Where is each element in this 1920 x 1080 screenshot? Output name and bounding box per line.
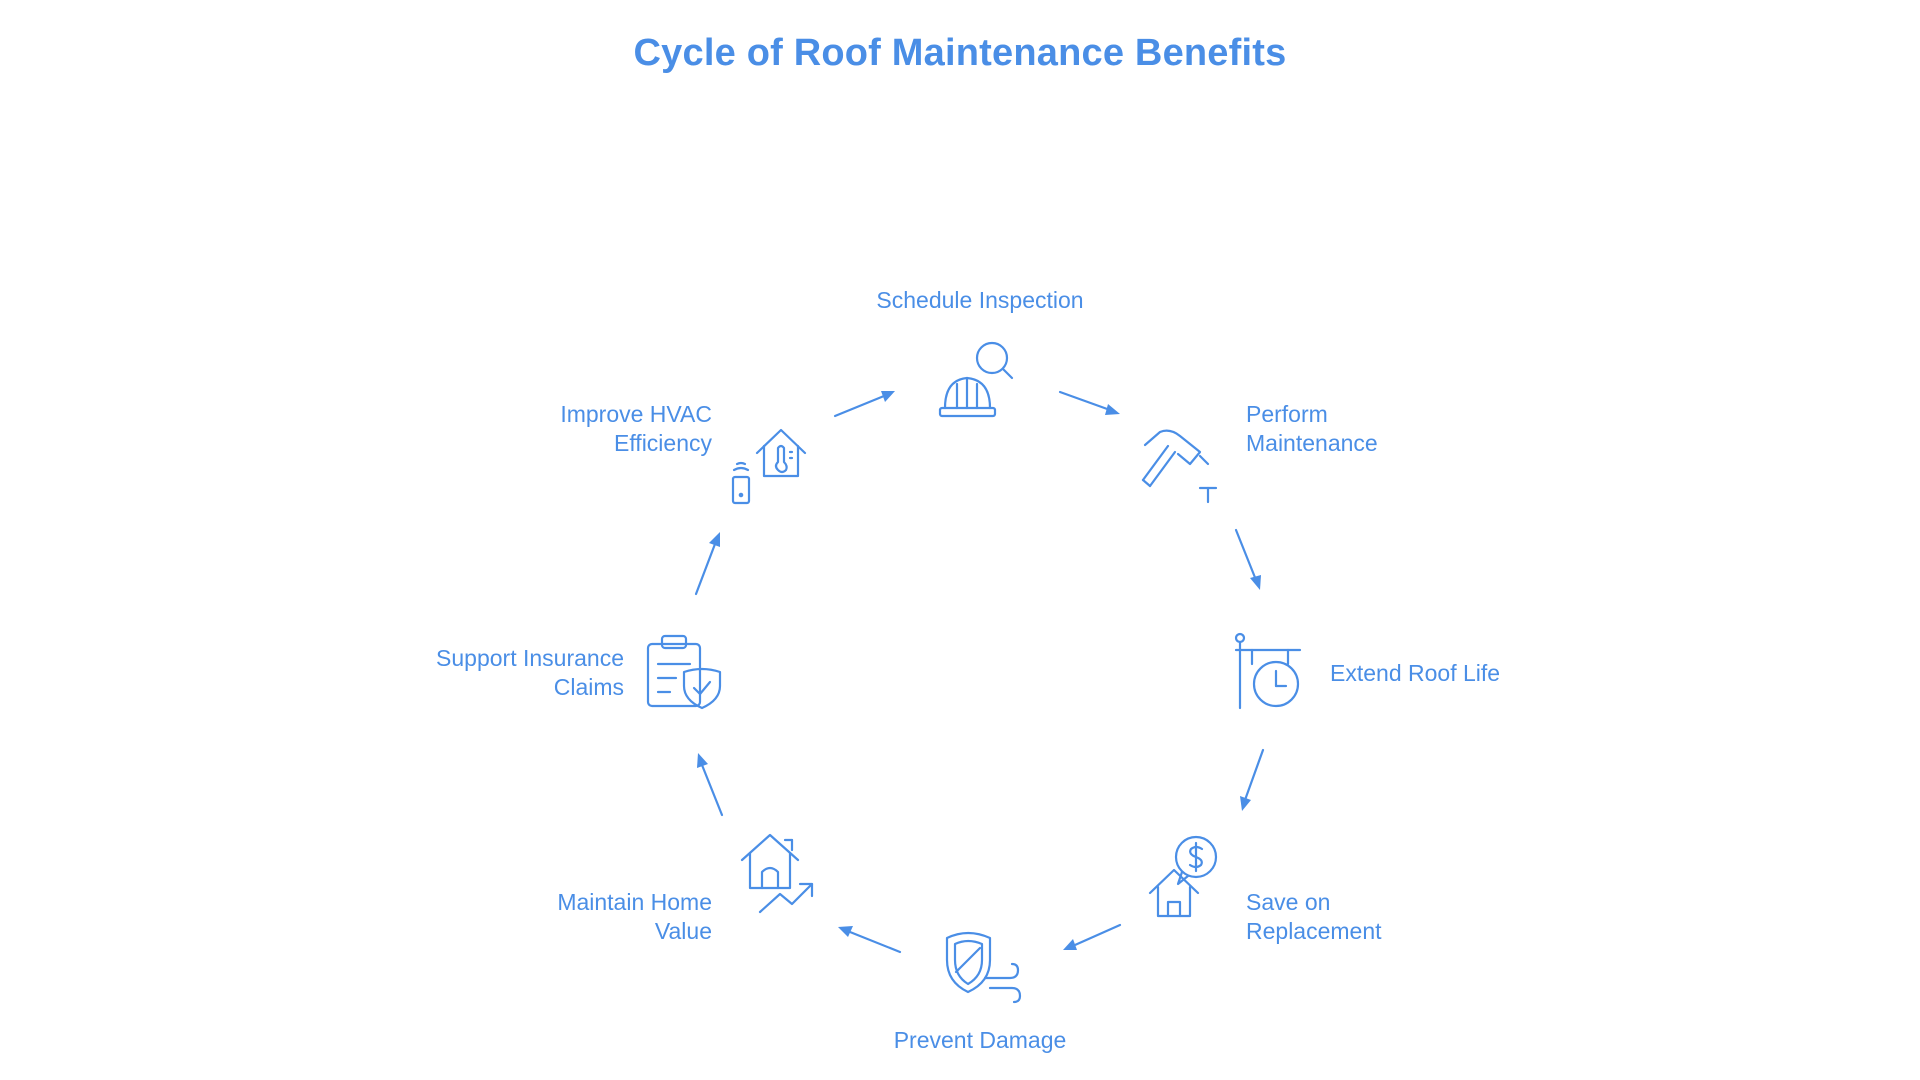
roof-clock-icon xyxy=(1234,632,1302,710)
house-trend-up-icon xyxy=(740,833,814,914)
clipboard-shield-icon xyxy=(646,634,722,710)
page-title: Cycle of Roof Maintenance Benefits xyxy=(633,32,1287,74)
arrow-maintenance-to-roof-life xyxy=(1234,528,1261,590)
arrow-damage-to-home-value xyxy=(838,926,902,954)
arrow-inspection-to-maintenance xyxy=(1058,390,1120,415)
house-dollar-icon xyxy=(1148,835,1218,918)
step-label-extend-roof-life: Extend Roof Life xyxy=(1330,660,1501,686)
step-label-perform-maintenance: Perform Maintenance xyxy=(1246,401,1378,456)
step-label-schedule-inspection: Schedule Inspection xyxy=(876,287,1084,313)
step-label-prevent-damage: Prevent Damage xyxy=(893,1027,1067,1053)
step-label-maintain-home-value: Maintain Home Value xyxy=(557,889,712,944)
step-label-improve-hvac-efficiency: Improve HVAC Efficiency xyxy=(560,401,712,456)
hard-hat-magnifier-icon xyxy=(938,341,1014,418)
house-thermometer-icon xyxy=(731,428,807,505)
arrow-insurance-to-hvac xyxy=(694,532,720,596)
arrow-replacement-to-damage xyxy=(1063,923,1122,950)
hammer-nail-icon xyxy=(1141,429,1218,504)
step-label-support-insurance-claims: Support Insurance Claims xyxy=(436,645,624,700)
step-label-save-on-replacement: Save on Replacement xyxy=(1246,889,1382,944)
shield-wind-icon xyxy=(945,931,1022,1004)
arrow-roof-life-to-replacement xyxy=(1240,748,1265,811)
arrow-home-value-to-insurance xyxy=(697,753,724,817)
arrow-hvac-to-inspection xyxy=(833,391,895,418)
